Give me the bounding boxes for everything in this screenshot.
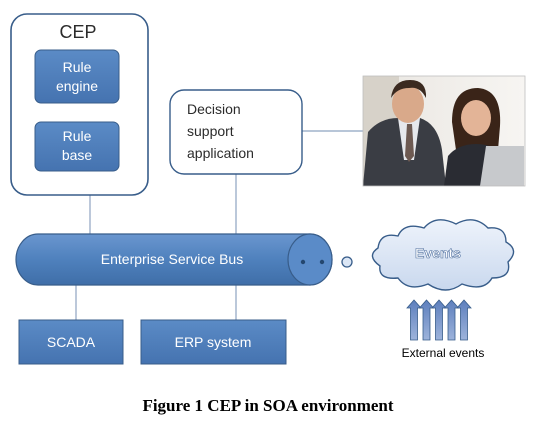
people-photo bbox=[362, 75, 526, 187]
external-event-arrow bbox=[443, 299, 460, 341]
woman-face bbox=[461, 100, 491, 136]
man-hair bbox=[391, 80, 427, 98]
events-label: Events bbox=[415, 245, 461, 261]
decision-support-label-line1: Decision bbox=[187, 101, 241, 117]
esb-label: Enterprise Service Bus bbox=[101, 251, 243, 267]
connector-lines bbox=[75, 130, 363, 320]
figure-caption: Figure 1 CEP in SOA environment bbox=[142, 396, 394, 415]
esb-dot-inner bbox=[300, 259, 306, 265]
events-cloud: Events bbox=[371, 219, 515, 291]
scada-label: SCADA bbox=[47, 334, 96, 350]
rule-engine-label-line1: Rule bbox=[63, 59, 92, 75]
cep-container: CEP Rule engine Rule base bbox=[10, 13, 149, 196]
erp-label: ERP system bbox=[175, 334, 252, 350]
rule-engine-box: Rule engine bbox=[34, 49, 120, 104]
erp-box: ERP system bbox=[140, 319, 287, 365]
rule-engine-label-line2: engine bbox=[56, 78, 98, 94]
external-event-arrow bbox=[456, 299, 472, 341]
rule-base-label-line1: Rule bbox=[63, 128, 92, 144]
esb-to-events-bubble bbox=[341, 256, 353, 268]
rule-base-label-line2: base bbox=[62, 147, 93, 163]
external-event-arrow bbox=[418, 299, 435, 341]
decision-support-box: Decision support application bbox=[169, 89, 303, 175]
external-event-arrow bbox=[431, 299, 447, 341]
external-event-arrow bbox=[406, 299, 422, 341]
laptop bbox=[480, 146, 524, 186]
esb-cylinder-end bbox=[287, 233, 333, 286]
esb-bus: Enterprise Service Bus bbox=[15, 233, 333, 286]
esb-dot-outer bbox=[319, 259, 325, 265]
external-event-arrows bbox=[406, 299, 472, 341]
cep-title: CEP bbox=[59, 22, 96, 42]
decision-support-label-line2: support bbox=[187, 123, 234, 139]
decision-support-label-line3: application bbox=[187, 145, 254, 161]
rule-base-box: Rule base bbox=[34, 121, 120, 172]
scada-box: SCADA bbox=[18, 319, 124, 365]
man-tie bbox=[405, 124, 414, 162]
external-events-label: External events bbox=[402, 346, 485, 360]
man-face bbox=[392, 85, 424, 123]
